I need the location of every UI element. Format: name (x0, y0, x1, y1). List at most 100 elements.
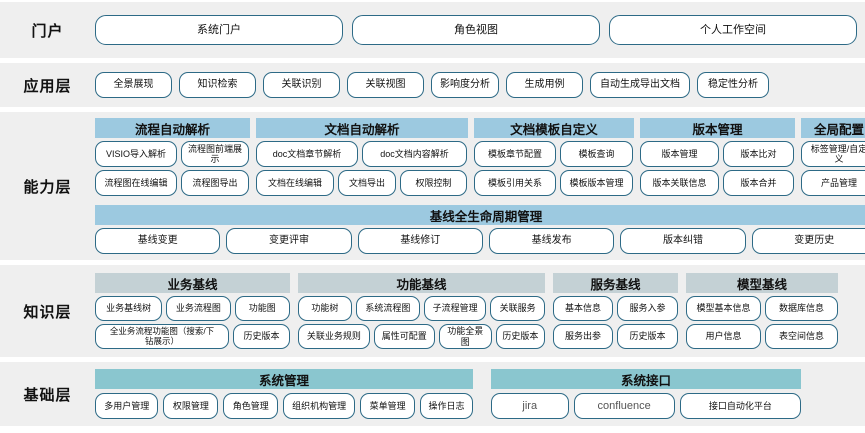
kn-item-history-version-function[interactable]: 历史版本 (495, 324, 545, 349)
cap-item-tag-manage[interactable]: 标签管理/自定 义 (801, 141, 865, 167)
baseline-item-4[interactable]: 版本纠错 (620, 228, 746, 254)
base-item-jira[interactable]: jira (491, 393, 569, 419)
capability-row: 产品管理 (801, 170, 865, 196)
layer-band-application: 应用层 全景展现 知识检索 关联识别 关联视图 影响度分析 生成用例 自动生成导… (0, 63, 865, 107)
capability-row: 版本关联信息 版本合并 (640, 170, 795, 196)
knowledge-group-service: 服务基线 基本信息 服务入参 服务出参 历史版本 (553, 273, 678, 349)
baseline-item-2[interactable]: 基线修订 (357, 228, 483, 254)
cap-item-visio-import[interactable]: VISIO导入解析 (95, 141, 177, 167)
cap-item-version-manage[interactable]: 版本管理 (640, 141, 719, 167)
cap-item-doc-online-edit[interactable]: 文档在线编辑 (256, 170, 334, 196)
portal-item-2[interactable]: 个人工作空间 (609, 15, 857, 45)
cap-item-flow-export[interactable]: 流程图导出 (181, 170, 249, 196)
kn-item-related-service[interactable]: 关联服务 (490, 296, 545, 321)
cap-item-template-reference[interactable]: 模板引用关系 (474, 170, 556, 196)
kn-item-service-input-param[interactable]: 服务入参 (617, 296, 678, 321)
knowledge-group-model: 模型基线 模型基本信息 数据库信息 用户信息 表空间信息 (686, 273, 838, 349)
base-item-api-automation-platform[interactable]: 接口自动化平台 (679, 393, 801, 419)
capability-row: VISIO导入解析 流程图前端展 示 (95, 141, 250, 167)
kn-item-tablespace-info[interactable]: 表空间信息 (765, 324, 838, 349)
cap-item-doc-export[interactable]: 文档导出 (338, 170, 396, 196)
kn-item-database-info[interactable]: 数据库信息 (765, 296, 838, 321)
kn-item-related-business-rule[interactable]: 关联业务规则 (298, 324, 370, 349)
cap-item-product-manage[interactable]: 产品管理 (801, 170, 865, 196)
kn-item-full-business-flow[interactable]: 全业务流程功能图（搜索/下 钻展示） (95, 324, 229, 349)
foundation-group-title-1: 系统接口 (491, 369, 801, 389)
foundation-group-title-0: 系统管理 (95, 369, 473, 389)
app-item-3[interactable]: 关联视图 (347, 72, 424, 98)
capability-group-doc-parse: 文档自动解析 doc文档章节解析 doc文档内容解析 文档在线编辑 文档导出 权… (256, 118, 468, 196)
app-item-5[interactable]: 生成用例 (506, 72, 583, 98)
app-item-4[interactable]: 影响度分析 (431, 72, 499, 98)
knowledge-groups: 业务基线 业务基线树 业务流程图 功能图 全业务流程功能图（搜索/下 钻展示） … (95, 273, 857, 349)
cap-item-doc-content-parse[interactable]: doc文档内容解析 (362, 141, 467, 167)
app-item-1[interactable]: 知识检索 (179, 72, 256, 98)
cap-item-version-compare[interactable]: 版本比对 (723, 141, 794, 167)
knowledge-group-business: 业务基线 业务基线树 业务流程图 功能图 全业务流程功能图（搜索/下 钻展示） … (95, 273, 290, 349)
layer-label-application: 应用层 (23, 77, 72, 95)
jira-label: jira (522, 399, 538, 412)
capability-row: 版本管理 版本比对 (640, 141, 795, 167)
baseline-item-1[interactable]: 变更评审 (226, 228, 352, 254)
capability-group-title-3: 版本管理 (640, 118, 795, 138)
kn-item-business-flowchart[interactable]: 业务流程图 (166, 296, 231, 321)
kn-item-function-panorama[interactable]: 功能全景图 (438, 324, 492, 349)
base-item-permission-manage[interactable]: 权限管理 (163, 393, 219, 419)
app-item-0[interactable]: 全景展现 (95, 72, 172, 98)
cap-item-flow-frontend[interactable]: 流程图前端展 示 (181, 141, 249, 167)
kn-item-business-baseline-tree[interactable]: 业务基线树 (95, 296, 163, 321)
kn-item-function-chart[interactable]: 功能图 (234, 296, 290, 321)
cap-item-template-chapter-config[interactable]: 模板章节配置 (474, 141, 556, 167)
foundation-group-system-manage: 系统管理 多用户管理 权限管理 角色管理 组织机构管理 菜单管理 操作日志 (95, 369, 474, 419)
capability-row: 模板引用关系 模板版本管理 (474, 170, 634, 196)
cap-item-version-merge[interactable]: 版本合并 (723, 170, 794, 196)
layer-band-knowledge: 知识层 业务基线 业务基线树 业务流程图 功能图 全业务流程功能图（搜索/下 钻… (0, 265, 865, 357)
kn-item-system-flowchart[interactable]: 系统流程图 (355, 296, 420, 321)
capability-row: 模板章节配置 模板查询 (474, 141, 634, 167)
base-item-confluence[interactable]: confluence (573, 393, 675, 419)
capability-row: 标签管理/自定 义 (801, 141, 865, 167)
base-item-menu-manage[interactable]: 菜单管理 (360, 393, 416, 419)
base-item-role-manage[interactable]: 角色管理 (223, 393, 279, 419)
kn-item-history-version-service[interactable]: 历史版本 (617, 324, 678, 349)
cap-item-template-version[interactable]: 模板版本管理 (560, 170, 633, 196)
capability-group-global-config: 全局配置 标签管理/自定 义 产品管理 (801, 118, 865, 196)
kn-item-model-basic-info[interactable]: 模型基本信息 (686, 296, 761, 321)
layer-band-capability: 能力层 流程自动解析 VISIO导入解析 流程图前端展 示 流程图在线编辑 流程… (0, 112, 865, 260)
app-item-7[interactable]: 稳定性分析 (697, 72, 769, 98)
layer-band-foundation: 基础层 系统管理 多用户管理 权限管理 角色管理 组织机构管理 菜单管理 操作日… (0, 362, 865, 426)
cap-item-version-relation[interactable]: 版本关联信息 (640, 170, 719, 196)
cap-item-permission-control[interactable]: 权限控制 (400, 170, 467, 196)
base-item-operation-log[interactable]: 操作日志 (420, 393, 474, 419)
portal-item-0[interactable]: 系统门户 (95, 15, 343, 45)
cap-item-flow-online-edit[interactable]: 流程图在线编辑 (95, 170, 177, 196)
cap-item-doc-chapter-parse[interactable]: doc文档章节解析 (256, 141, 358, 167)
kn-item-function-tree[interactable]: 功能树 (298, 296, 352, 321)
baseline-lifecycle-title: 基线全生命周期管理 (95, 205, 865, 225)
baseline-item-0[interactable]: 基线变更 (95, 228, 221, 254)
kn-item-user-info[interactable]: 用户信息 (686, 324, 761, 349)
layer-label-foundation: 基础层 (23, 386, 72, 404)
baseline-item-5[interactable]: 变更历史 (751, 228, 865, 254)
foundation-row: 多用户管理 权限管理 角色管理 组织机构管理 菜单管理 操作日志 (95, 393, 474, 419)
kn-item-attr-configurable[interactable]: 属性可配置 (373, 324, 435, 349)
kn-item-subflow-manage[interactable]: 子流程管理 (423, 296, 487, 321)
cap-item-template-query[interactable]: 模板查询 (560, 141, 633, 167)
portal-item-1[interactable]: 角色视图 (352, 15, 600, 45)
capability-group-template: 文档模板自定义 模板章节配置 模板查询 模板引用关系 模板版本管理 (474, 118, 634, 196)
capability-group-title-2: 文档模板自定义 (474, 118, 634, 138)
baseline-item-3[interactable]: 基线发布 (488, 228, 615, 254)
layer-label-portal: 门户 (31, 22, 64, 40)
kn-item-service-basic-info[interactable]: 基本信息 (553, 296, 613, 321)
application-items: 全景展现 知识检索 关联识别 关联视图 影响度分析 生成用例 自动生成导出文档 … (95, 72, 857, 98)
kn-item-service-output-param[interactable]: 服务出参 (553, 324, 613, 349)
app-item-6[interactable]: 自动生成导出文档 (590, 72, 690, 98)
foundation-row: jira confluence 接口自动化平台 (491, 393, 801, 419)
app-item-2[interactable]: 关联识别 (263, 72, 340, 98)
layer-label-capability: 能力层 (23, 178, 72, 196)
knowledge-group-function: 功能基线 功能树 系统流程图 子流程管理 关联服务 关联业务规则 属性可配置 功… (298, 273, 545, 349)
kn-item-history-version-business[interactable]: 历史版本 (233, 324, 290, 349)
base-item-org-manage[interactable]: 组织机构管理 (283, 393, 356, 419)
base-item-multiuser-manage[interactable]: 多用户管理 (95, 393, 159, 419)
